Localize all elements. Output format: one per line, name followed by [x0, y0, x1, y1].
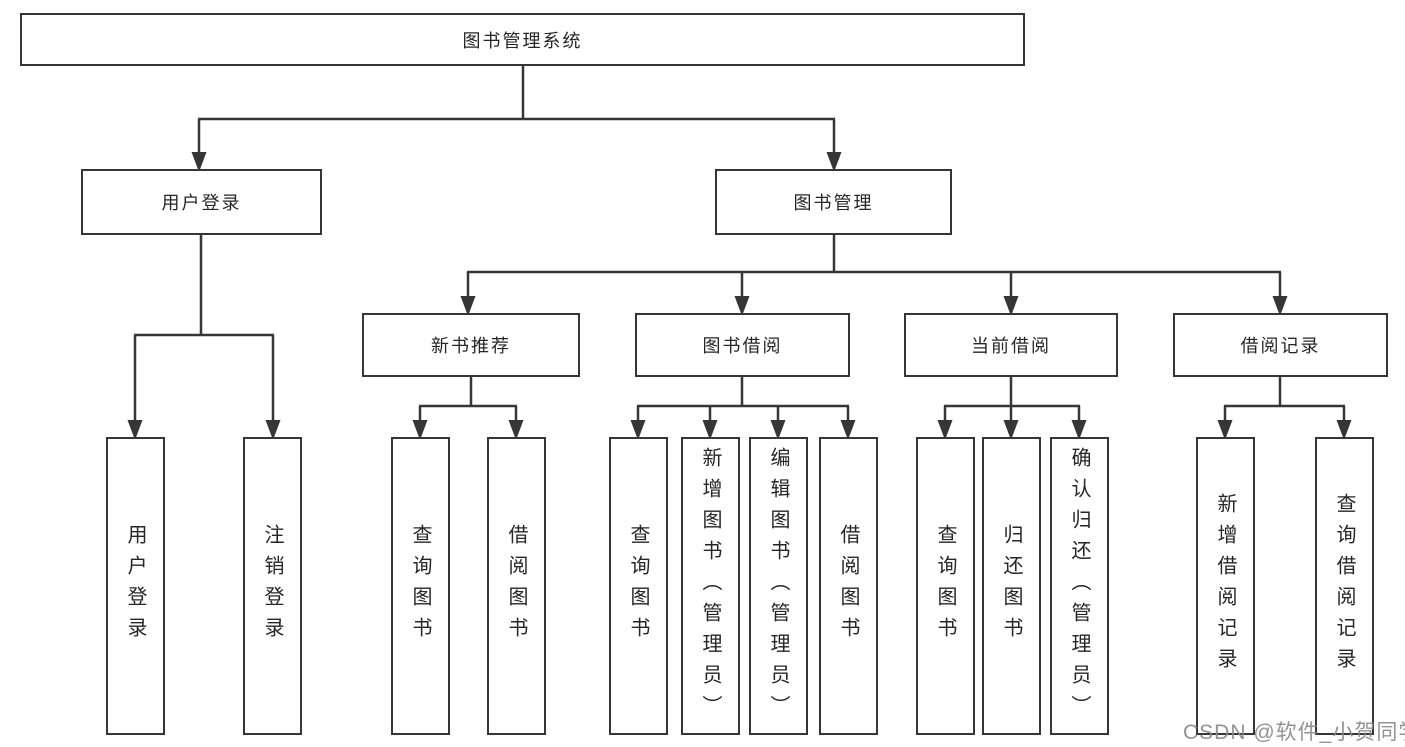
leaf-newbook-borrow-book: 借阅图书	[486, 437, 546, 735]
leaf-add-borrow-record: 新增借阅记录	[1195, 437, 1255, 735]
connector-user-login-children	[127, 233, 281, 440]
node-current-borrow: 当前借阅	[904, 313, 1118, 377]
leaf-confirm-return-admin-label: 确认归还（管理员）	[1068, 446, 1090, 726]
leaf-user-login: 用户登录	[105, 437, 165, 735]
node-user-login-label: 用户登录	[161, 193, 242, 213]
connector-root-to-level2	[191, 65, 842, 172]
leaf-edit-book-admin: 编辑图书（管理员）	[748, 437, 808, 735]
leaf-return-book-label: 归还图书	[1000, 524, 1022, 648]
leaf-query-borrow-record-label: 查询借阅记录	[1333, 493, 1355, 679]
leaf-current-query-book: 查询图书	[915, 437, 975, 735]
leaf-add-book-admin-label: 新增图书（管理员）	[699, 446, 721, 726]
node-borrow-records-label: 借阅记录	[1240, 336, 1321, 356]
leaf-logout-label: 注销登录	[261, 524, 283, 648]
leaf-add-borrow-record-label: 新增借阅记录	[1214, 493, 1236, 679]
connector-book-management-children	[460, 233, 1288, 316]
node-current-borrow-label: 当前借阅	[971, 336, 1051, 356]
leaf-borrow-borrow-book-label: 借阅图书	[837, 524, 859, 648]
leaf-newbook-borrow-book-label: 借阅图书	[505, 524, 527, 648]
leaf-return-book: 归还图书	[981, 437, 1041, 735]
leaf-confirm-return-admin: 确认归还（管理员）	[1049, 437, 1109, 735]
connector-book-borrow-children	[630, 375, 856, 440]
node-book-borrow: 图书借阅	[635, 313, 850, 377]
connector-new-book-children	[412, 375, 524, 440]
node-book-management-label: 图书管理	[793, 193, 874, 213]
node-book-borrow-label: 图书借阅	[702, 336, 783, 356]
node-root-system: 图书管理系统	[20, 13, 1025, 66]
leaf-newbook-query-book-label: 查询图书	[409, 524, 431, 648]
leaf-query-borrow-record: 查询借阅记录	[1314, 437, 1374, 735]
node-new-book-recommend-label: 新书推荐	[431, 336, 511, 356]
node-root-system-label: 图书管理系统	[462, 30, 583, 51]
leaf-user-login-label: 用户登录	[124, 524, 146, 648]
node-user-login: 用户登录	[81, 169, 322, 235]
connector-borrow-records-children	[1217, 375, 1352, 440]
node-borrow-records: 借阅记录	[1173, 313, 1388, 377]
leaf-add-book-admin: 新增图书（管理员）	[680, 437, 740, 735]
leaf-logout: 注销登录	[242, 437, 302, 735]
leaf-borrow-borrow-book: 借阅图书	[818, 437, 878, 735]
leaf-edit-book-admin-label: 编辑图书（管理员）	[767, 446, 789, 726]
leaf-borrow-query-book-label: 查询图书	[627, 524, 649, 648]
connector-current-borrow-children	[937, 375, 1087, 440]
csdn-watermark: CSDN @软件_小贺同学	[1183, 721, 1405, 744]
leaf-borrow-query-book: 查询图书	[608, 437, 668, 735]
node-new-book-recommend: 新书推荐	[362, 313, 580, 377]
leaf-newbook-query-book: 查询图书	[390, 437, 450, 735]
leaf-current-query-book-label: 查询图书	[934, 524, 956, 648]
node-book-management: 图书管理	[715, 169, 952, 235]
